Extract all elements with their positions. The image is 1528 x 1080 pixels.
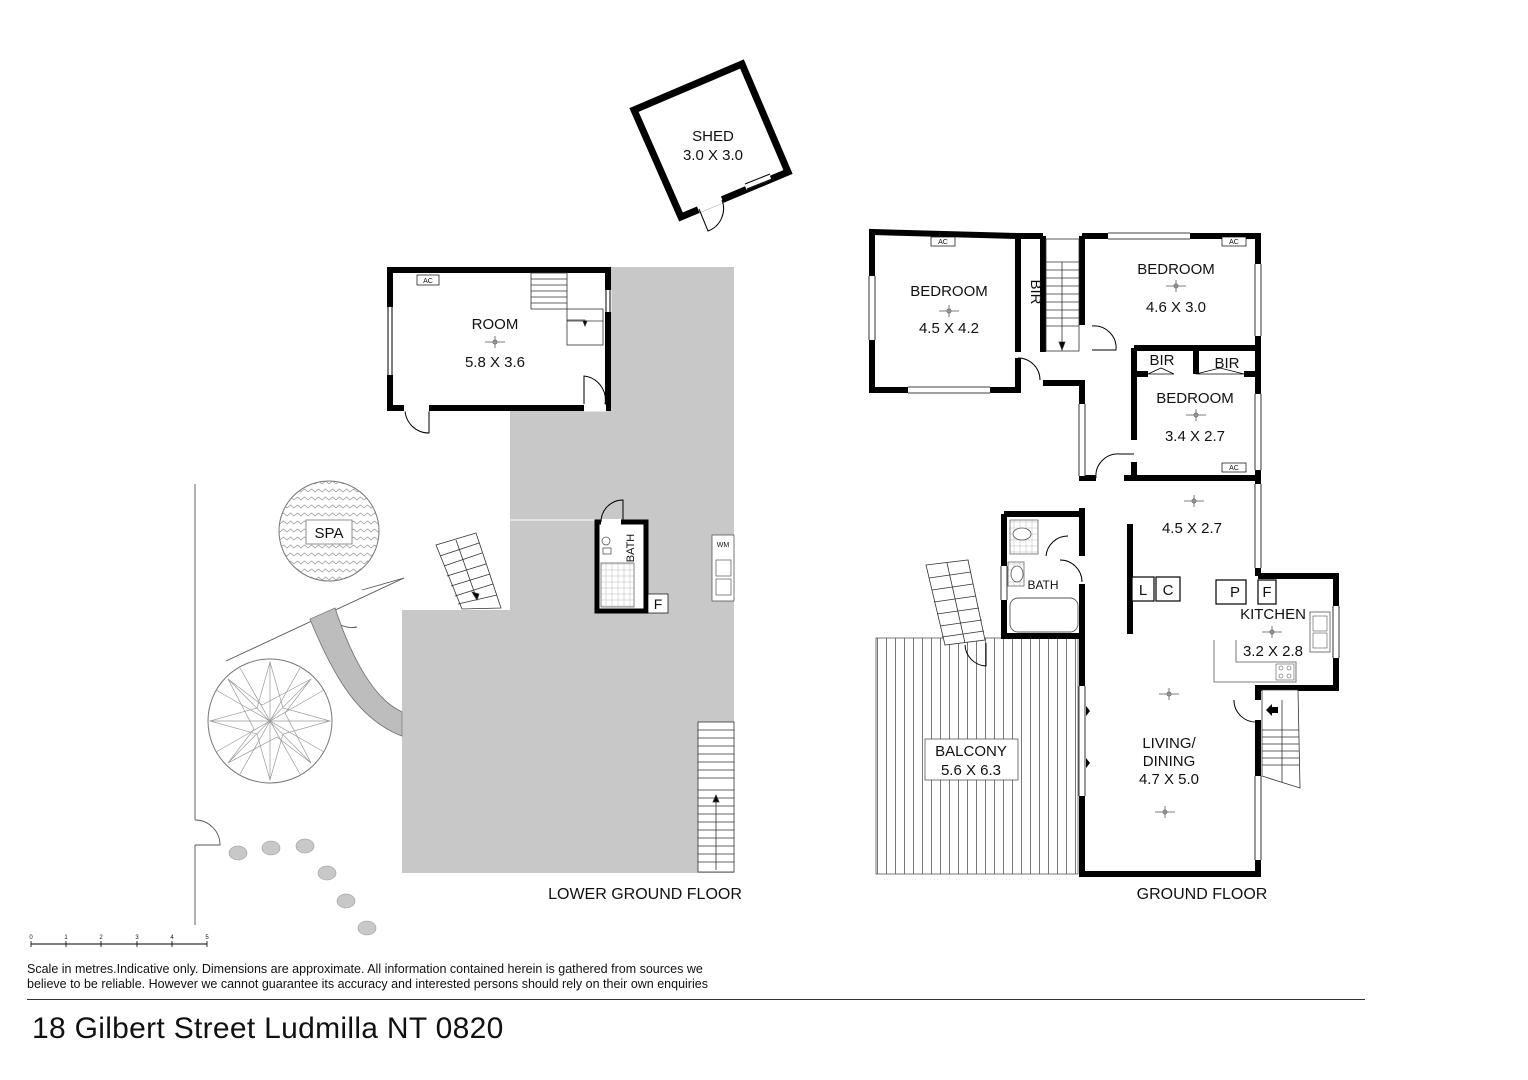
spa-label: SPA bbox=[315, 525, 344, 542]
kitchen-f-label: F bbox=[1262, 584, 1271, 601]
scale-tick-4: 4 bbox=[170, 935, 174, 941]
living-line1: LIVING/ bbox=[1142, 735, 1196, 752]
bed2-name: BEDROOM bbox=[1137, 261, 1215, 278]
window-gaps bbox=[868, 232, 1340, 860]
l-label: L bbox=[1139, 582, 1147, 599]
ground-floor: BALCONY 5.6 X 6.3 bbox=[868, 228, 1340, 903]
wm-label: WM bbox=[717, 542, 730, 549]
ac-label-bed3: AC bbox=[1229, 465, 1239, 472]
bed3-name: BEDROOM bbox=[1156, 390, 1234, 407]
scale-tick-5: 5 bbox=[205, 935, 209, 941]
kitchen-name: KITCHEN bbox=[1240, 606, 1306, 623]
bathtub bbox=[1009, 597, 1079, 633]
c-label: C bbox=[1163, 582, 1174, 599]
shed: SHED 3.0 X 3.0 bbox=[629, 59, 793, 232]
ac-label-bed2: AC bbox=[1229, 239, 1239, 246]
bed1-name: BEDROOM bbox=[910, 283, 988, 300]
scale-tick-2: 2 bbox=[99, 935, 103, 941]
scale-tick-1: 1 bbox=[64, 935, 68, 941]
bed3-size: 3.4 X 2.7 bbox=[1165, 428, 1225, 445]
bath-label: BATH bbox=[1027, 578, 1058, 592]
property-address: 18 Gilbert Street Ludmilla NT 0820 bbox=[32, 1012, 504, 1045]
ac-units: AC AC AC bbox=[930, 236, 1247, 473]
balcony-name: BALCONY bbox=[935, 743, 1007, 760]
bir-label-3: BIR bbox=[1214, 355, 1239, 372]
ceiling-fan-icons bbox=[939, 280, 1282, 818]
living-line2: DINING bbox=[1143, 753, 1196, 770]
scale-tick-0: 0 bbox=[29, 935, 33, 941]
balcony-stairs bbox=[925, 559, 986, 646]
scale-bar: 0 1 2 3 4 5 bbox=[29, 935, 209, 947]
entry-arrow-icon bbox=[1266, 704, 1278, 716]
ceiling-fan-icon bbox=[485, 336, 505, 348]
kitchen-size: 3.2 X 2.8 bbox=[1243, 643, 1303, 660]
ac-label-bed1: AC bbox=[938, 239, 948, 246]
kitchen-bench bbox=[1213, 640, 1297, 683]
shed-size: 3.0 X 3.0 bbox=[683, 147, 743, 164]
lower-bath-label: BATH bbox=[625, 534, 637, 563]
lower-stairs-left bbox=[435, 532, 502, 610]
disclaimer-line-1: Scale in metres.Indicative only. Dimensi… bbox=[27, 962, 703, 976]
window-lines bbox=[868, 232, 1340, 860]
room-size: 5.8 X 3.6 bbox=[465, 354, 525, 371]
shed-name: SHED bbox=[692, 128, 734, 145]
room-stairs bbox=[530, 272, 604, 346]
entry-stairs bbox=[1261, 689, 1301, 789]
divider bbox=[27, 999, 1365, 1000]
lower-ground-floor: AC ROOM 5.8 X 3.6 BATH F WM bbox=[194, 267, 742, 936]
room-door-right bbox=[583, 375, 606, 405]
lower-f-label: F bbox=[654, 596, 663, 612]
hall-size: 4.5 X 2.7 bbox=[1162, 520, 1222, 537]
ground-doors bbox=[1017, 325, 1259, 723]
cooktop-icon bbox=[1275, 663, 1295, 681]
room-name: ROOM bbox=[472, 316, 519, 333]
curved-path bbox=[309, 607, 403, 737]
balcony-size: 5.6 X 6.3 bbox=[941, 762, 1001, 779]
bed2-size: 4.6 X 3.0 bbox=[1146, 299, 1206, 316]
room-walls bbox=[387, 267, 611, 411]
internal-stairs bbox=[1045, 238, 1080, 352]
lower-floor-slab bbox=[402, 267, 734, 873]
garden-feature bbox=[207, 658, 333, 784]
living-size: 4.7 X 5.0 bbox=[1139, 771, 1199, 788]
scale-tick-3: 3 bbox=[135, 935, 139, 941]
lower-stairs-right bbox=[697, 721, 735, 873]
room-door-left bbox=[404, 409, 430, 434]
bed1-size: 4.5 X 4.2 bbox=[919, 320, 979, 337]
bir-label-2: BIR bbox=[1149, 352, 1174, 369]
disclaimer: Scale in metres.Indicative only. Dimensi… bbox=[27, 962, 747, 992]
disclaimer-line-2: believe to be reliable. However we canno… bbox=[27, 977, 708, 991]
lower-floor-label: LOWER GROUND FLOOR bbox=[548, 886, 742, 903]
ground-floor-label: GROUND FLOOR bbox=[1137, 886, 1268, 903]
room-ac-label: AC bbox=[423, 278, 433, 285]
stepping-stones bbox=[228, 838, 377, 936]
p-label: P bbox=[1230, 584, 1240, 601]
bir-label-1: BIR bbox=[1027, 279, 1044, 304]
